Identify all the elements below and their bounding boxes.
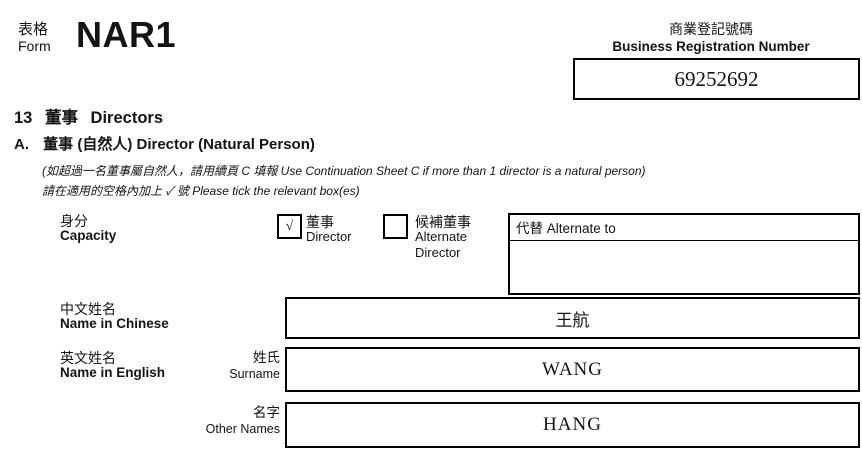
business-registration-number-value: 69252692 (674, 66, 759, 91)
alternate-director-label-english-2: Director (415, 245, 461, 260)
brn-label-block: 商業登記號碼 Business Registration Number (563, 20, 859, 56)
form-code: NAR1 (76, 14, 177, 55)
section-number: 13 (14, 109, 33, 127)
alternate-to-value (510, 241, 858, 289)
name-chinese-value: 王航 (555, 310, 590, 330)
brn-label-english: Business Registration Number (612, 39, 810, 55)
alternate-director-label-chinese: 候補董事 (415, 214, 471, 230)
other-names-field[interactable]: HANG (285, 402, 860, 448)
director-checkbox[interactable]: √ (277, 214, 302, 239)
alternate-to-field[interactable]: 代替 Alternate to (508, 213, 860, 295)
other-names-label-chinese: 名字 (253, 405, 280, 420)
alternate-to-label: 代替 Alternate to (510, 215, 858, 241)
name-chinese-label-en: Name in Chinese (60, 316, 169, 331)
capacity-label-chinese: 身分 (60, 213, 88, 229)
section-title-zh: 董事 (44, 109, 78, 127)
part-letter: A. (14, 136, 29, 153)
name-english-label-zh: 英文姓名 (60, 350, 116, 366)
business-registration-number-field[interactable]: 69252692 (573, 58, 860, 100)
brn-label-chinese: 商業登記號碼 (669, 21, 753, 37)
director-option-label-english: Director (306, 229, 352, 244)
form-label-english: Form (18, 38, 51, 54)
continuation-sheet-note: (如超過一名董事屬自然人，請用續頁 C 填報 Use Continuation … (42, 164, 646, 178)
alternate-director-label-english-1: Alternate (415, 229, 468, 244)
surname-label-chinese: 姓氏 (253, 350, 280, 365)
surname-label-english: Surname (229, 366, 280, 381)
alternate-director-checkbox[interactable] (383, 214, 408, 239)
surname-label-block: 姓氏 Surname (178, 350, 280, 383)
section-13-heading: 13 董事 Directors (14, 104, 171, 128)
part-a-heading: A. 董事 (自然人) Director (Natural Person) (14, 133, 315, 154)
part-title-text: 董事 (自然人) Director (Natural Person) (43, 136, 315, 153)
name-english-label-en: Name in English (60, 365, 166, 380)
capacity-label-english: Capacity (60, 228, 117, 243)
form-label-chinese: 表格 (18, 21, 49, 38)
other-names-value: HANG (543, 414, 602, 435)
other-names-label-english: Other Names (205, 421, 280, 436)
section-title-en: Directors (90, 109, 163, 127)
name-chinese-field[interactable]: 王航 (285, 297, 860, 339)
director-option-label-chinese: 董事 (306, 214, 334, 230)
surname-field[interactable]: WANG (285, 347, 860, 392)
name-chinese-label-zh: 中文姓名 (60, 301, 116, 317)
tick-box-note: 請在適用的空格內加上 ✓ 號 Please tick the relevant … (42, 184, 360, 198)
director-checkbox-mark: √ (285, 218, 294, 234)
other-names-label-block: 名字 Other Names (158, 405, 280, 438)
surname-value: WANG (542, 358, 603, 380)
